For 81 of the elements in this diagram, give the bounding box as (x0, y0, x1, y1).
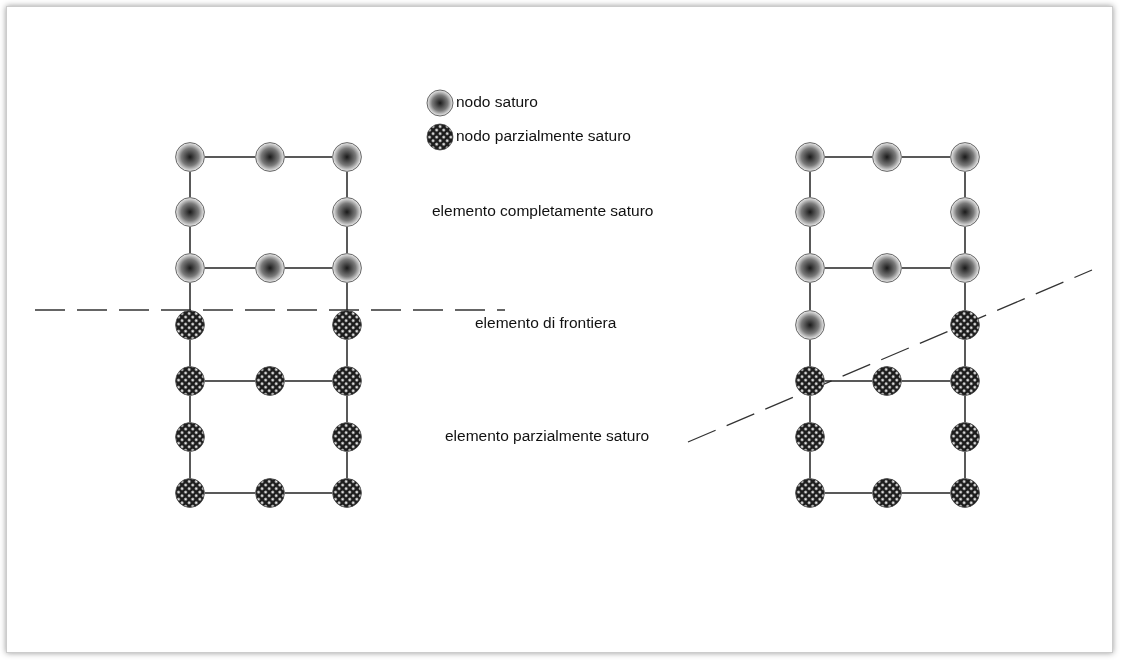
element-label: elemento di frontiera (475, 314, 617, 332)
shaded-circle-node (795, 142, 825, 172)
shaded-circle-node (795, 310, 825, 340)
mesh-line (901, 156, 951, 158)
mesh-line (964, 226, 966, 254)
mesh-line (346, 451, 348, 479)
hatched-circle-node (175, 310, 205, 340)
hatched-circle-node (175, 422, 205, 452)
hatched-circle-node (255, 366, 285, 396)
hatched-circle-node (872, 478, 902, 508)
mesh-line (346, 282, 348, 311)
mesh-line (809, 339, 811, 367)
mesh-line (901, 380, 951, 382)
mesh-line (824, 492, 873, 494)
mesh-line (964, 451, 966, 479)
hatched-circle-node (795, 366, 825, 396)
mesh-line (964, 171, 966, 198)
mesh-line (204, 380, 256, 382)
shaded-circle-node (255, 142, 285, 172)
mesh-line (809, 226, 811, 254)
mesh-line (204, 492, 256, 494)
shaded-circle-node (872, 142, 902, 172)
shaded-circle-node (175, 142, 205, 172)
mesh-line (284, 267, 333, 269)
mesh-line (189, 171, 191, 198)
hatched-circle-node (795, 422, 825, 452)
hatched-circle-node (255, 478, 285, 508)
hatched-circle-node (950, 366, 980, 396)
mesh-line (204, 156, 256, 158)
hatched-circle-node (175, 366, 205, 396)
mesh-line (284, 492, 333, 494)
mesh-line (189, 226, 191, 254)
mesh-line (964, 282, 966, 311)
mesh-line (346, 339, 348, 367)
hatched-circle-node (950, 478, 980, 508)
hatched-circle-node (950, 422, 980, 452)
mesh-line (824, 267, 873, 269)
mesh-line (204, 267, 256, 269)
shaded-circle-node (332, 142, 362, 172)
hatched-circle-node (872, 366, 902, 396)
shaded-circle-node (950, 142, 980, 172)
mesh-line (284, 156, 333, 158)
mesh-line (346, 395, 348, 423)
shaded-circle-node (332, 197, 362, 227)
shaded-circle-node (795, 197, 825, 227)
mesh-line (189, 282, 191, 311)
mesh-line (284, 380, 333, 382)
element-label: elemento completamente saturo (432, 202, 654, 220)
element-label: elemento parzialmente saturo (445, 427, 650, 445)
shaded-circle-node (175, 197, 205, 227)
mesh-line (346, 226, 348, 254)
mesh-line (809, 282, 811, 311)
mesh-line (964, 339, 966, 367)
shaded-circle-node (175, 253, 205, 283)
shaded-circle-node (950, 253, 980, 283)
mesh-line (824, 380, 873, 382)
legend-text: nodo parzialmente saturo (456, 127, 631, 145)
hatched-circle-node (332, 310, 362, 340)
hatched-circle-node (332, 422, 362, 452)
mesh-line (901, 492, 951, 494)
shaded-circle-node (872, 253, 902, 283)
hatched-circle-node (175, 478, 205, 508)
hatched-circle-node (332, 366, 362, 396)
mesh-line (809, 395, 811, 423)
mesh-line (809, 451, 811, 479)
legend-text: nodo saturo (456, 93, 538, 111)
mesh-line (901, 267, 951, 269)
mesh-line (189, 451, 191, 479)
mesh-line (824, 156, 873, 158)
shaded-circle-node (255, 253, 285, 283)
mesh-line (346, 171, 348, 198)
mesh-line (189, 339, 191, 367)
mesh-line (964, 395, 966, 423)
mesh-line (809, 171, 811, 198)
shaded-circle-node (950, 197, 980, 227)
hatched-circle-node (950, 310, 980, 340)
shaded-circle-node (795, 253, 825, 283)
shaded-circle-node (332, 253, 362, 283)
hatched-circle-node (795, 478, 825, 508)
mesh-line (189, 395, 191, 423)
hatched-circle-node (332, 478, 362, 508)
